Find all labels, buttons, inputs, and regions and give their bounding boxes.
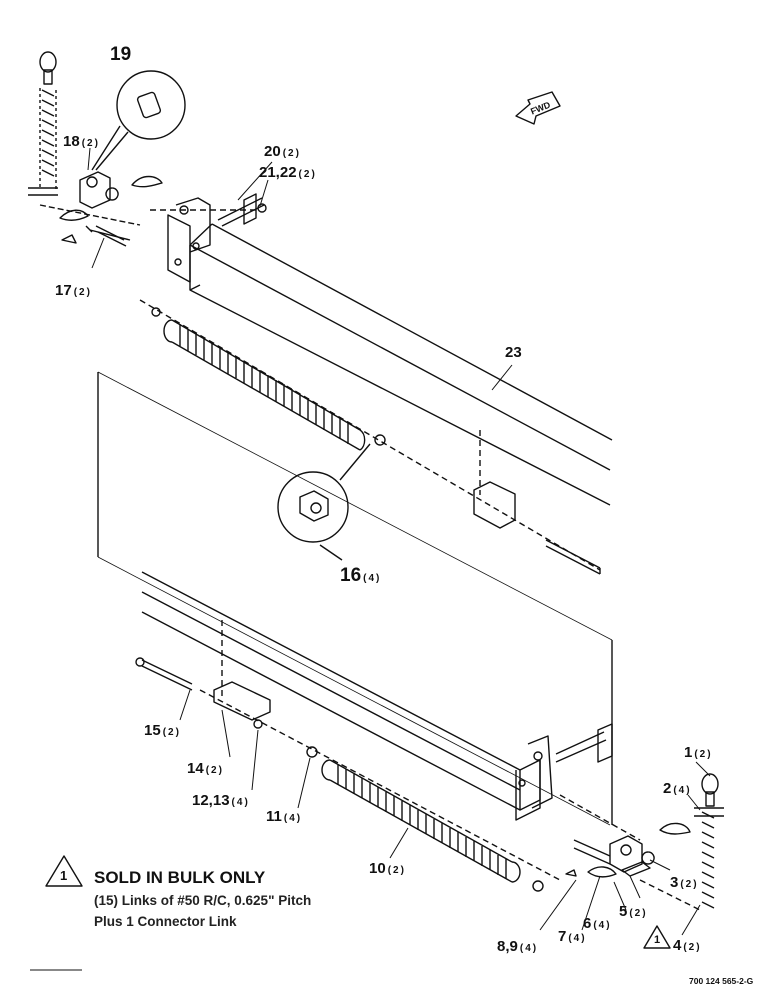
callout-14: 14(2) — [187, 760, 224, 777]
note-triangle-icon — [45, 855, 83, 887]
chain-bottom-right — [694, 773, 724, 909]
detail-circle-19 — [91, 70, 186, 171]
panel-outline — [97, 371, 613, 826]
upper-tube — [189, 223, 613, 506]
callout-16: 16(4) — [340, 565, 382, 586]
callout-2: 2(4) — [663, 780, 692, 797]
upper-guide-lines — [139, 209, 601, 571]
top-left-hardware — [39, 171, 163, 244]
bolt-15 — [135, 657, 193, 691]
note-title: SOLD IN BULK ONLY — [94, 868, 266, 887]
fwd-arrow-icon — [515, 91, 561, 125]
callout-3: 3(2) — [670, 874, 699, 891]
callout-21-22: 21,22(2) — [259, 164, 317, 181]
callout-7: 7(4) — [558, 928, 587, 945]
bolt-20 — [217, 193, 267, 227]
bolt-17 — [95, 225, 127, 247]
callout-8-9: 8,9(4) — [497, 938, 539, 955]
note-line-1: (15) Links of #50 R/C, 0.625" Pitch — [94, 893, 312, 908]
callout-20: 20(2) — [264, 143, 301, 160]
upper-eyebolt — [473, 481, 601, 575]
callout-4: 4(2) — [673, 937, 702, 954]
callout-5: 5(2) — [619, 903, 648, 920]
leader-lines — [87, 147, 711, 936]
lower-mount-bracket — [515, 723, 613, 821]
callout-18: 18(2) — [63, 133, 100, 150]
right-hardware — [565, 822, 691, 878]
callout-10: 10(2) — [369, 860, 406, 877]
callout-17: 17(2) — [55, 282, 92, 299]
detail-circle-16 — [277, 443, 371, 561]
callout-12-13: 12,13(4) — [192, 792, 250, 809]
chain-top-left — [28, 51, 58, 196]
document-number: 700 124 565-2-G — [689, 976, 754, 986]
callout-6: 6(4) — [583, 915, 612, 932]
callout-11: 11(4) — [266, 808, 303, 825]
lower-guide-lines — [199, 620, 701, 911]
callout-4-marker-number: 1 — [654, 934, 661, 946]
upper-spring — [151, 307, 386, 451]
callout-1: 1(2) — [684, 744, 713, 761]
callout-15: 15(2) — [144, 722, 181, 739]
upper-mount-bracket — [167, 197, 211, 283]
note-marker-number: 1 — [60, 868, 68, 883]
triangle-marker-4-icon — [643, 925, 671, 949]
lower-eyebolt — [213, 681, 271, 729]
note-line-2: Plus 1 Connector Link — [94, 914, 237, 929]
callout-23: 23 — [505, 344, 522, 361]
lower-spring — [306, 746, 544, 892]
callout-19: 19 — [110, 44, 132, 65]
